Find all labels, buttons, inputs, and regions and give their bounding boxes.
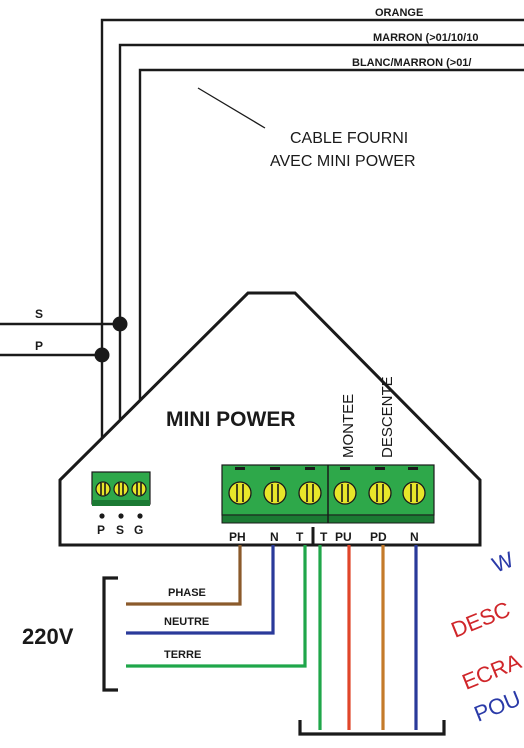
input-lines	[0, 322, 120, 357]
cable-label-marron: MARRON (>01/10/10	[373, 32, 478, 44]
cable-callout-line	[197, 87, 266, 129]
terminal-dot-p	[99, 513, 105, 519]
mains-bracket	[102, 576, 118, 692]
terminal-block-psg	[91, 471, 151, 519]
terminal-screw-pd	[368, 481, 392, 505]
wire-phase	[126, 545, 242, 606]
junction-dot-p	[94, 347, 110, 363]
terminal-screw-n	[263, 481, 287, 505]
input-label-s: S	[35, 307, 43, 321]
cable-label-orange: ORANGE	[375, 7, 423, 19]
terminal-screw-t	[298, 481, 322, 505]
wire-label-phase: PHASE	[168, 587, 206, 599]
terminal-label-n: N	[270, 530, 279, 544]
motor-bracket	[298, 720, 446, 736]
label-montee: MONTEE	[340, 394, 357, 458]
wire-terre	[126, 545, 307, 668]
label-descente: DESCENTE	[379, 376, 396, 458]
motor-wires	[318, 545, 418, 730]
note-fragment-w: W	[489, 547, 518, 578]
terminal-label-ph: PH	[229, 530, 246, 544]
note-fragment-pou: POU	[471, 686, 524, 727]
clipped-note: W DESC ECRA POU	[448, 547, 524, 727]
terminal-block-psg-base	[92, 500, 150, 506]
terminal-screw-n2	[402, 481, 426, 505]
wire-neutre	[126, 545, 275, 635]
cable-wire-orange	[100, 18, 524, 470]
mains-voltage-label: 220V	[22, 624, 74, 649]
cable-note-line1: CABLE FOURNI	[290, 130, 408, 147]
terminal-screw-ph	[228, 481, 252, 505]
terminal-block-tabs	[235, 467, 418, 470]
module-title: MINI POWER	[166, 408, 296, 431]
cable-note-line2: AVEC MINI POWER	[270, 153, 416, 170]
terminal-screw-s	[113, 481, 129, 497]
note-fragment-desc: DESC	[448, 597, 514, 643]
terminal-label-t2: T	[320, 530, 328, 544]
terminal-screw-g	[131, 481, 147, 497]
terminal-block-main	[221, 464, 435, 524]
terminal-label-pd: PD	[370, 530, 387, 544]
terminal-label-s: S	[116, 523, 124, 537]
terminal-dot-g	[137, 513, 143, 519]
terminal-label-pu: PU	[335, 530, 352, 544]
terminal-screw-p	[95, 481, 111, 497]
mains-wires	[126, 545, 307, 668]
wire-label-neutre: NEUTRE	[164, 616, 209, 628]
terminal-label-g: G	[134, 523, 143, 537]
cable-label-blanc-marron: BLANC/MARRON (>01/	[352, 57, 471, 69]
wire-label-terre: TERRE	[164, 649, 201, 661]
terminal-label-t: T	[296, 530, 304, 544]
terminal-label-p: P	[97, 523, 105, 537]
terminal-dot-s	[118, 513, 124, 519]
terminal-label-n2: N	[410, 530, 419, 544]
junction-dot-s	[112, 316, 128, 332]
cable-wire-blanc-marron	[138, 68, 524, 470]
input-label-p: P	[35, 339, 43, 353]
terminal-screw-pu	[333, 481, 357, 505]
